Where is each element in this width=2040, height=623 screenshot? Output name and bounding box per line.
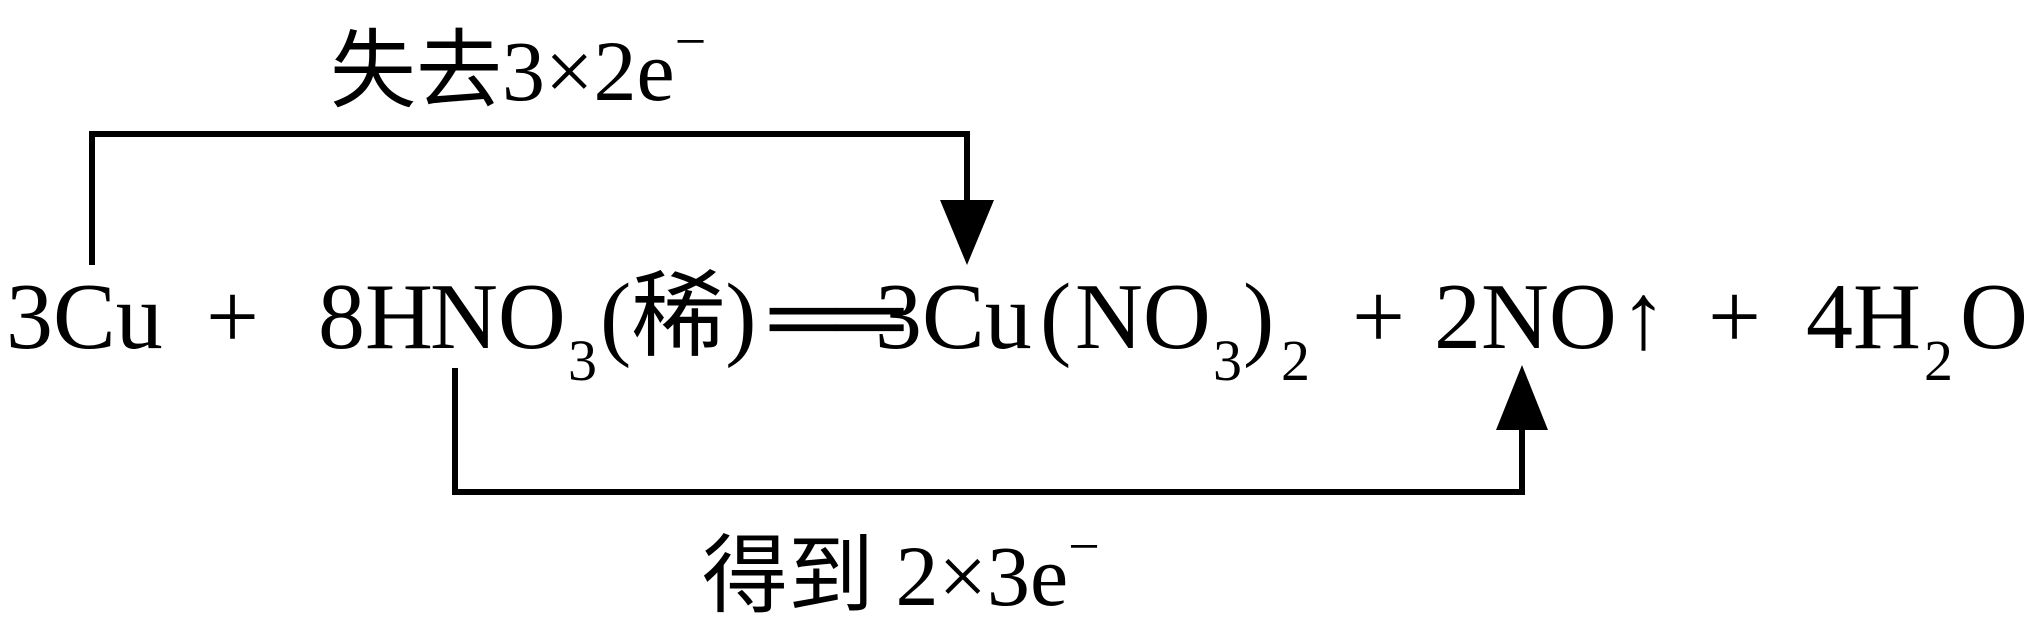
bottom-electron-gain-bracket xyxy=(452,365,1548,495)
equals-sign: ══ xyxy=(769,265,905,369)
bottom-bracket-line xyxy=(452,368,1525,495)
top-bracket-line xyxy=(89,131,970,265)
gas-evolution-arrow: ↑ xyxy=(1620,265,1667,369)
cu: Cu xyxy=(53,265,163,369)
cuno3-subscript-3: 3 xyxy=(1213,328,1242,393)
bottom-label-electron-charge: − xyxy=(1068,516,1100,578)
chemical-equation: 3 Cu + 8 H NO 3 (稀) ══ 3 Cu ( NO 3 ) 2 +… xyxy=(6,265,2028,393)
h2o-subscript-2: 2 xyxy=(1924,328,1953,393)
bottom-arrowhead xyxy=(1496,365,1548,430)
top-label-text: 失去3×2e xyxy=(330,23,675,119)
top-arrowhead xyxy=(940,200,994,265)
coef-hno3: 8 xyxy=(318,265,365,369)
no-molecule: NO xyxy=(1481,265,1617,369)
bottom-label-text: 得到 2×3e xyxy=(702,528,1068,623)
cuno3-no: NO xyxy=(1075,265,1211,369)
hno3-subscript-3: 3 xyxy=(568,328,597,393)
plus-2: + xyxy=(1352,265,1405,369)
plus-3: + xyxy=(1708,265,1761,369)
plus-1: + xyxy=(206,265,259,369)
top-label: 失去3×2e− xyxy=(330,11,706,119)
hno3-h: H xyxy=(365,265,433,369)
bottom-label: 得到 2×3e− xyxy=(702,516,1100,623)
top-label-electron-charge: − xyxy=(675,11,707,73)
hno3-no: NO xyxy=(430,265,566,369)
top-electron-loss-bracket xyxy=(89,131,994,265)
cuno3-left-paren: ( xyxy=(1040,265,1071,369)
coef-cu: 3 xyxy=(6,265,53,369)
coef-no: 2 xyxy=(1434,265,1481,369)
cuno3-right-paren: ) xyxy=(1243,265,1274,369)
h2o-o: O xyxy=(1960,265,2028,369)
h2o-h: H xyxy=(1853,265,1921,369)
cuno3-subscript-2: 2 xyxy=(1281,328,1310,393)
coef-cuno3: 3 xyxy=(875,265,922,369)
dilute-label: (稀) xyxy=(600,265,757,369)
cuno3-cu: Cu xyxy=(922,265,1032,369)
coef-h2o: 4 xyxy=(1806,265,1853,369)
